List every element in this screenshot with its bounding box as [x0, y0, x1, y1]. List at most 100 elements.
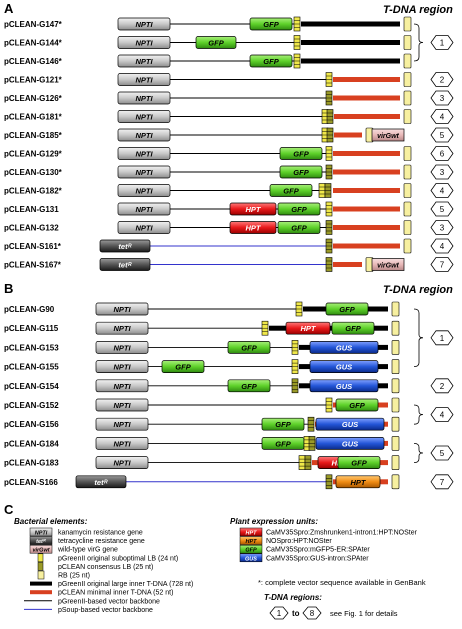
genbank-note: *: complete vector sequence available in… [258, 578, 426, 587]
gus-gene-block [315, 417, 385, 431]
legend-item: pGreenII original suboptimal LB (24 nt) [37, 553, 178, 562]
right-border [403, 90, 412, 106]
virg-gene-block [371, 258, 405, 271]
legend-item-text: NOSpro:HPT:NOSter [266, 538, 332, 545]
hpt2-label: HPT [351, 478, 367, 487]
minimal-inner-tdna [334, 132, 362, 138]
npti-gene-block [95, 398, 149, 412]
gus-label: GUS [336, 363, 352, 372]
tdna-region-hexagon [430, 407, 454, 423]
npti-gene-block [95, 341, 149, 354]
minimal-inner-tdna [333, 225, 400, 230]
legend-item-text: kanamycin resistance gene [58, 530, 143, 537]
npti-label: NPTI [135, 39, 153, 48]
tdna-region-number: 5 [440, 449, 445, 458]
gfp-gene-block [277, 221, 321, 234]
npti-label: NPTI [135, 187, 153, 196]
panel-a-label: A [4, 1, 14, 16]
tdna-region-number: 4 [440, 411, 445, 420]
npti-gene-block [117, 221, 171, 234]
construct-name: pCLEAN-G183 [4, 459, 59, 468]
gfp-label: GFP [241, 343, 257, 352]
npti-label: NPTI [113, 305, 131, 314]
right-border [391, 436, 400, 451]
gfp-label: GFP [283, 187, 299, 196]
tdna-region-number: 7 [440, 261, 445, 270]
npti-gene-block [95, 302, 149, 316]
gfp-gene-block [261, 417, 305, 431]
large-inner-tdna [301, 58, 400, 64]
npti-gene-block [95, 437, 149, 450]
gfp-gene-block [227, 379, 271, 393]
gfp-label: GFP [291, 205, 307, 214]
legend-item: pSoup-based vector backbone [24, 607, 153, 614]
npti-label: NPTI [135, 168, 153, 177]
hpt-gene-block [285, 321, 331, 335]
gfp-gene-block [325, 302, 369, 316]
tdna-region-hexagon [430, 183, 454, 198]
hpt2-gene-block [335, 475, 381, 489]
legend-swatch-label: GUS [245, 556, 257, 562]
legend-item: pCLEAN consensus LB (25 nt) [37, 562, 153, 571]
construct-row: pCLEAN-G126*NPTI [4, 90, 412, 106]
npti-label: NPTI [113, 343, 131, 352]
hpt-gene-block [229, 221, 277, 234]
construct-name: pCLEAN-G129* [4, 150, 63, 159]
tdna-region-hexagon [430, 445, 454, 461]
construct-name: pCLEAN-S161* [4, 242, 62, 251]
minimal-inner-tdna [333, 95, 400, 101]
npti-label: NPTI [113, 420, 131, 429]
right-border [391, 340, 400, 355]
tdna-group: 7 [430, 474, 454, 490]
construct-name: pCLEAN-G184 [4, 439, 59, 448]
legend-swatch [239, 544, 263, 554]
minimal-inner-tdna [333, 262, 362, 267]
tdna-region-hexagon [430, 220, 454, 235]
legend-swatch-label: GFP [245, 548, 257, 554]
tdna-group: 8 [440, 0, 445, 2]
legend-item-text: RB (25 nt) [58, 573, 90, 580]
right-border [403, 35, 412, 50]
npti-label: NPTI [113, 439, 131, 448]
gus-label: GUS [336, 382, 352, 391]
npti-label: NPTI [135, 150, 153, 159]
tdna-group: 5 [430, 201, 454, 217]
npti-gene-block [117, 147, 171, 160]
tdna-from-number: 1 [277, 609, 282, 618]
construct-name: pCLEAN-G181* [4, 113, 63, 122]
construct-name: pCLEAN-G126* [4, 94, 63, 103]
construct-name: pCLEAN-G146* [4, 57, 63, 66]
legend-item: pCLEAN minimal inner T-DNA (52 nt) [30, 590, 173, 597]
gfp-gene-block [161, 360, 205, 373]
panel-c-label: C [4, 502, 14, 517]
tdna-region-number: 3 [440, 224, 445, 233]
group-brace [413, 404, 424, 425]
tdna-group: 1 [413, 23, 454, 62]
right-border [403, 220, 412, 235]
virg-gene-block [371, 128, 405, 142]
right-border [403, 109, 412, 124]
legend-swatch [239, 536, 263, 545]
legend-item-text: tetracycline resistance gene [58, 538, 145, 545]
legend-item-text: pCLEAN minimal inner T-DNA (52 nt) [58, 590, 173, 597]
gfp-label: GFP [351, 459, 367, 468]
tdna-region-hexagon [430, 146, 454, 161]
right-border [403, 238, 412, 254]
right-border [403, 164, 412, 180]
tdna-group: 2 [430, 72, 454, 87]
